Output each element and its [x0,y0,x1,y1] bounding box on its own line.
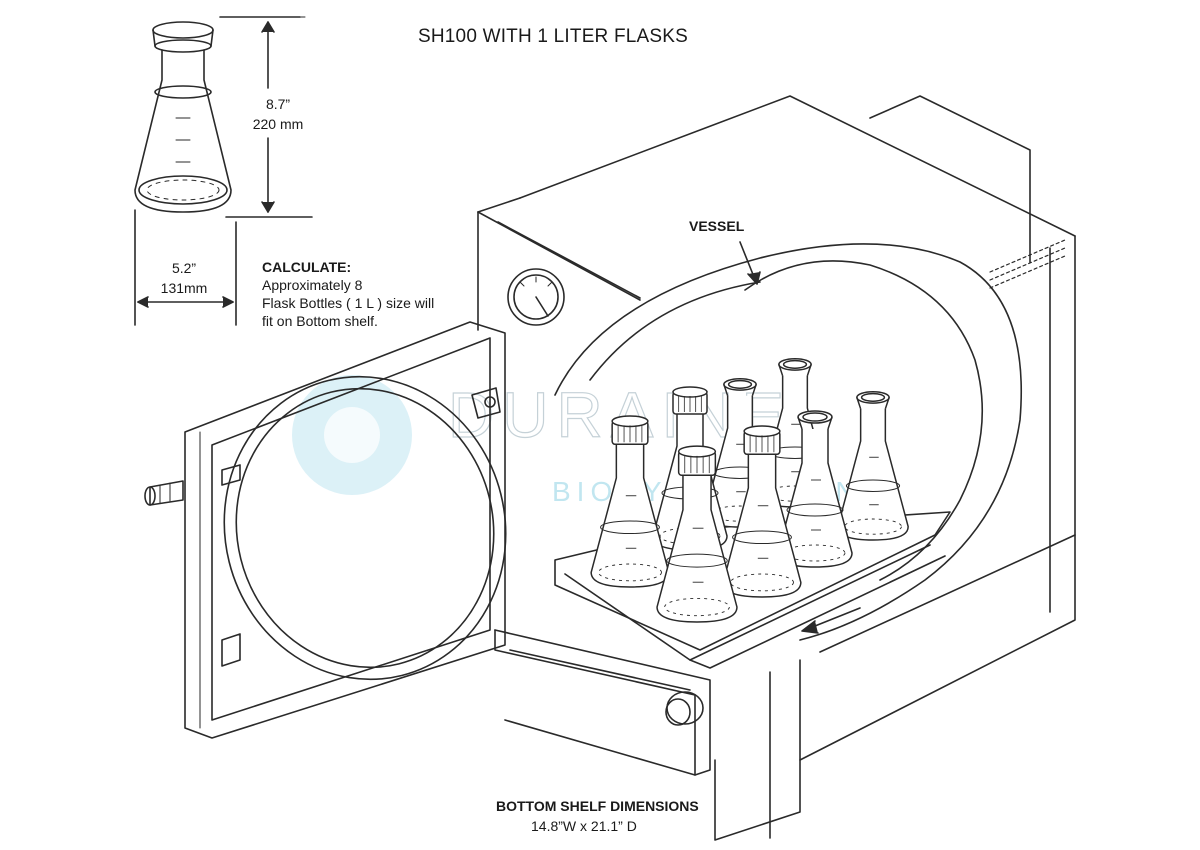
bottom-shelf-value: 14.8”W x 21.1” D [531,818,637,834]
calculate-line: Flask Bottles ( 1 L ) size will [262,295,435,311]
height-dimension-line [219,16,313,218]
flask-bottle-icon [722,425,802,598]
door-frame-tray [494,629,711,776]
flask-height-mm: 220 mm [252,116,304,132]
flask-height-label: 8.7” 220 mm [244,94,312,134]
vessel-label: VESSEL [689,218,745,234]
vessel-chamber [554,243,1023,641]
flask-width-in: 5.2” [171,260,197,276]
shelf-direction-arrow [801,607,861,634]
flask-bottle-icon [590,415,670,588]
bottom-shelf-heading: BOTTOM SHELF DIMENSIONS [496,798,699,814]
pressure-gauge-icon [507,268,565,326]
flask-height-in: 8.7” [265,96,291,112]
reference-flask-icon [134,21,232,213]
bottom-shelf-label: BOTTOM SHELF DIMENSIONS 14.8”W x 21.1” D [496,796,699,836]
flask-width-mm: 131mm [160,280,208,296]
calculate-heading: CALCULATE: [262,259,352,275]
flask-bottle-icon [837,390,909,541]
width-dimension-line [134,209,237,326]
vent-grille [989,239,1066,289]
calculate-line: Approximately 8 [262,277,363,293]
cabinet-body [477,95,1076,841]
calculate-note: CALCULATE: Approximately 8 Flask Bottles… [262,258,434,330]
diagram-title: SH100 WITH 1 LITER FLASKS [418,26,689,47]
open-door [144,321,507,739]
flask-width-label: 5.2” 131mm [152,258,216,298]
calculate-line: fit on Bottom shelf. [262,313,378,329]
flask-bottle-icon [656,445,738,623]
vessel-pointer-arrow [739,241,761,285]
